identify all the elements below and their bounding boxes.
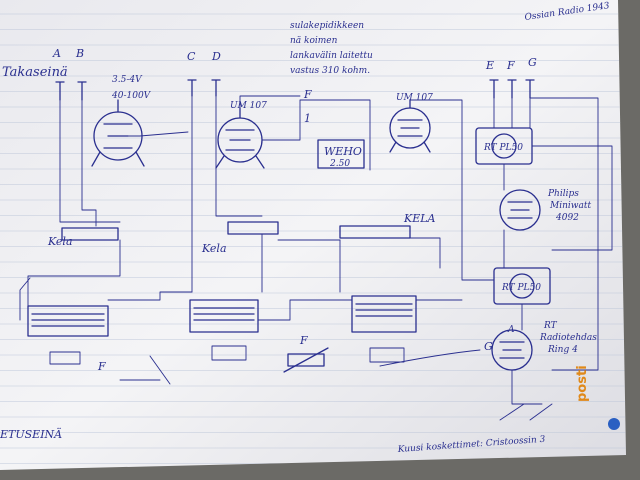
- coil-2: [227, 221, 279, 235]
- svg-text:sulakepidikkeen: sulakepidikkeen: [290, 21, 364, 31]
- paper-ruling: [0, 0, 626, 470]
- potentiometer: [283, 347, 329, 373]
- back-wall-label: Takaseinä: [2, 65, 68, 80]
- philips-label-1: Philips: [547, 189, 579, 199]
- tube-3-label: UM 107: [396, 93, 433, 103]
- fil-f-bottom: F: [299, 334, 308, 347]
- terminal-posts: [55, 79, 535, 101]
- terminal-a-rt: A: [507, 325, 515, 335]
- circuit-wiring: [19, 95, 613, 421]
- weho-label: WEHO: [324, 145, 362, 158]
- terminal-a-label: A: [52, 47, 61, 60]
- rt-label-1: RT: [543, 321, 558, 331]
- terminal-g-rt: G: [484, 340, 493, 353]
- terminal-d-label: D: [211, 50, 221, 63]
- terminal-b-label: B: [75, 47, 84, 60]
- tube-3: [389, 99, 431, 153]
- front-wall-label: ETUSEINÄ: [0, 427, 62, 441]
- tube-philips: [499, 189, 541, 231]
- coil-3: [339, 225, 411, 239]
- coil-1-label: Kela: [47, 235, 73, 248]
- svg-text:vastus 310 kohm.: vastus 310 kohm.: [290, 66, 370, 76]
- philips-label-2: Miniwatt: [549, 201, 591, 211]
- coil-1: [61, 227, 119, 241]
- capacitor-2: [189, 299, 259, 333]
- terminal-e-label: E: [485, 59, 494, 72]
- rt-label-2: Radiotehdas: [539, 333, 597, 343]
- coil-3-label: KELA: [403, 212, 436, 225]
- capacitor-1: [27, 305, 109, 337]
- posti-logo-dot: [608, 418, 620, 430]
- terminal-g-label: G: [528, 56, 537, 69]
- terminal-f-label: F: [506, 59, 515, 72]
- rt-label-3: Ring 4: [547, 345, 578, 355]
- weho-component: [317, 139, 365, 169]
- fil-f-switch: F: [97, 360, 106, 373]
- handwritten-note: sulakepidikkeen nä koimen lankavälin lai…: [290, 21, 373, 76]
- tube-1-spec-1: 3.5-4V: [112, 75, 143, 85]
- terminal-c-label: C: [187, 50, 196, 63]
- switch-number: 1: [304, 112, 311, 125]
- capacitor-3: [351, 295, 417, 333]
- tube-2-label: UM 107: [230, 101, 267, 111]
- fil-f-top: F: [303, 88, 312, 101]
- coil-2-label: Kela: [201, 242, 227, 255]
- svg-text:lankavälin laitettu: lankavälin laitettu: [290, 51, 373, 61]
- scale-dials: [49, 345, 405, 365]
- posti-logo: posti: [575, 365, 590, 402]
- pl50-bottom-label: RT PL50: [501, 283, 541, 293]
- weho-value: 2.50: [329, 159, 350, 169]
- philips-label-3: 4092: [555, 213, 579, 223]
- pl50-top-label: RT PL50: [483, 143, 523, 153]
- tube-1-spec-2: 40-100V: [111, 91, 152, 101]
- svg-text:nä koimen: nä koimen: [290, 36, 338, 46]
